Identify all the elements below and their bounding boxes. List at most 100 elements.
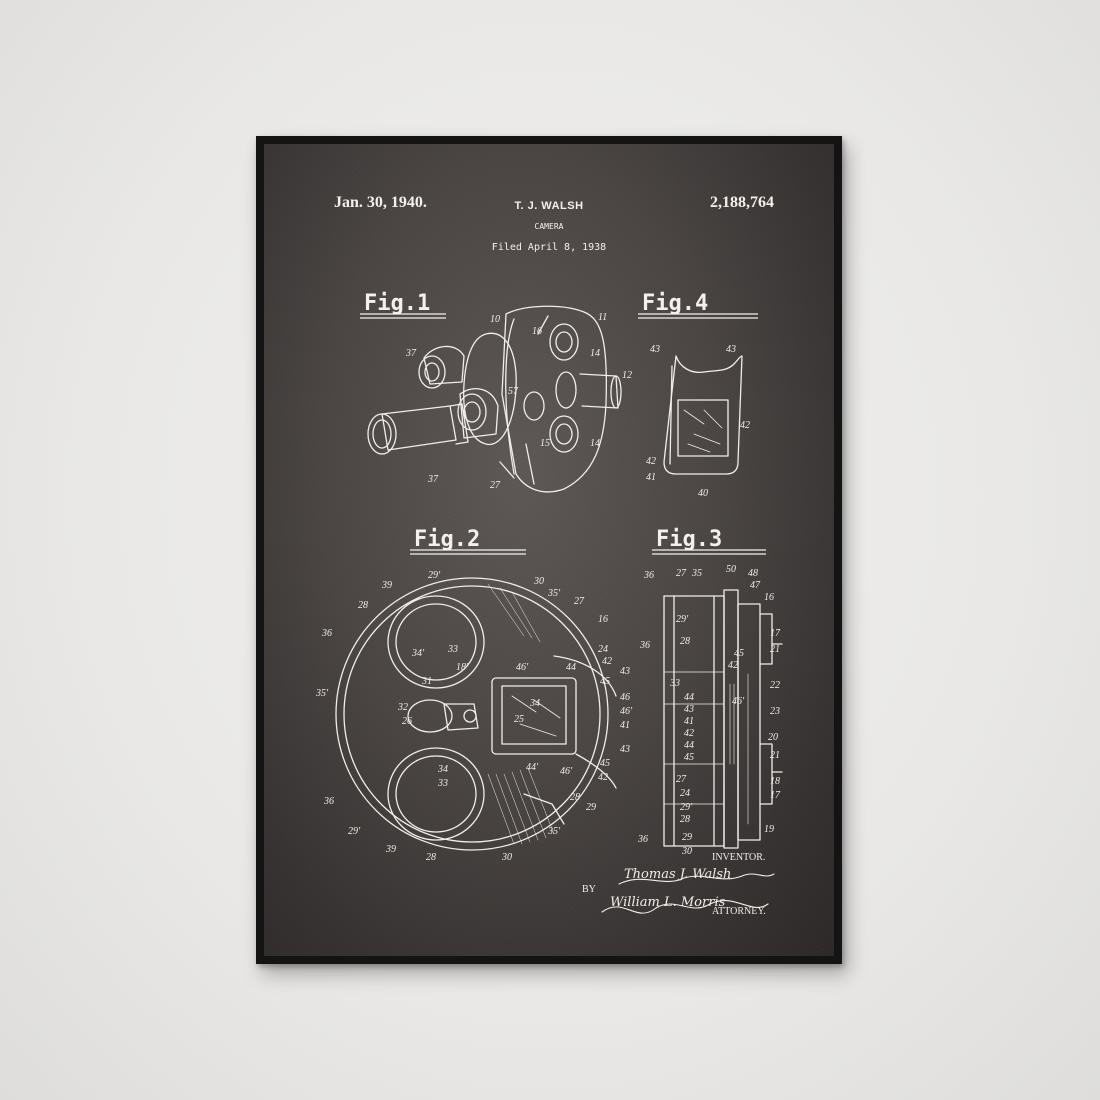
ref-label: 28 — [680, 814, 690, 825]
ref-label: 42 — [728, 660, 738, 671]
patent-number: 2,188,764 — [710, 194, 774, 211]
ref-label: 43 — [620, 744, 630, 755]
ref-label: 28 — [570, 792, 580, 803]
ref-label: 35' — [547, 588, 561, 599]
ref-label: 46' — [732, 696, 745, 707]
inventor-name-header: T. J. WALSH — [514, 200, 584, 212]
attorney-signature: William L. Morris — [610, 895, 726, 910]
ref-label: 10 — [490, 314, 500, 325]
ref-label: 33 — [669, 678, 680, 689]
ref-label: 21 — [770, 750, 780, 761]
ref-label: 27 — [676, 568, 687, 579]
patent-drawings: Fig.1 Fig.4 Fig.2 Fig.3 10 16 11 14 37 5… — [315, 291, 783, 914]
ref-label: 31 — [421, 676, 432, 687]
ref-label: 42 — [598, 772, 608, 783]
ref-label: 17 — [770, 790, 781, 801]
ref-label: 28 — [426, 852, 436, 863]
ref-label: 26 — [402, 716, 412, 727]
ref-label: 28 — [680, 636, 690, 647]
ref-label: 29' — [680, 802, 693, 813]
patent-date: Jan. 30, 1940. — [334, 194, 427, 211]
ref-label: 36 — [637, 834, 648, 845]
ref-label: 30 — [501, 852, 512, 863]
ref-label: 19 — [764, 824, 774, 835]
ref-label: 29' — [428, 570, 441, 581]
inventor-label: INVENTOR. — [712, 852, 766, 863]
poster-frame: Jan. 30, 1940. T. J. WALSH CAMERA Filed … — [256, 136, 842, 964]
ref-label: 30 — [681, 846, 692, 857]
filed-date: Filed April 8, 1938 — [491, 242, 607, 253]
ref-label: 29 — [682, 832, 692, 843]
ref-label: 44 — [684, 692, 694, 703]
ref-label: 39 — [381, 580, 392, 591]
fig4-plate-drawing — [663, 355, 743, 475]
ref-label: 42 — [684, 728, 694, 739]
ref-label: 45 — [734, 648, 744, 659]
ref-label: 29' — [348, 826, 361, 837]
ref-label: 21 — [770, 644, 780, 655]
fig1-camera-drawing — [367, 305, 622, 493]
ref-label: 45 — [600, 676, 610, 687]
ref-label: 45 — [600, 758, 610, 769]
ref-label: 37 — [405, 348, 417, 359]
ref-label: 24 — [598, 644, 608, 655]
by-label: BY — [582, 884, 596, 895]
ref-label: 35' — [315, 688, 329, 699]
ref-label: 34' — [411, 648, 425, 659]
ref-label: 24 — [680, 788, 690, 799]
ref-label: 43 — [726, 344, 736, 355]
ref-label: 46' — [620, 706, 633, 717]
ref-label: 16 — [598, 614, 608, 625]
fig3-section-drawing — [663, 589, 783, 849]
patent-title: CAMERA — [534, 222, 564, 231]
ref-label: 41 — [620, 720, 630, 731]
ref-label: 41 — [684, 716, 694, 727]
ref-label: 57 — [508, 386, 519, 397]
ref-label: 16 — [532, 326, 542, 337]
ref-label: 41 — [646, 472, 656, 483]
ref-label: 22 — [770, 680, 780, 691]
ref-label: 29 — [586, 802, 596, 813]
ref-label: 16 — [764, 592, 774, 603]
ref-label: 36 — [323, 796, 334, 807]
ref-label: 47 — [750, 580, 761, 591]
ref-label: 12 — [622, 370, 632, 381]
ref-label: 46 — [620, 692, 630, 703]
ref-label: 27 — [490, 480, 501, 491]
ref-label: 32 — [397, 702, 408, 713]
ref-label: 20 — [768, 732, 778, 743]
ref-label: 40 — [698, 488, 708, 499]
ref-label: 29' — [676, 614, 689, 625]
inventor-signature: Thomas J. Walsh — [624, 867, 731, 882]
ref-label: 14 — [590, 348, 600, 359]
ref-label: 44' — [526, 762, 539, 773]
ref-label: 15 — [540, 438, 550, 449]
ref-label: 39 — [385, 844, 396, 855]
ref-label: 50 — [726, 564, 736, 575]
fig1-label: Fig.1 — [364, 291, 430, 316]
ref-label: 35' — [547, 826, 561, 837]
ref-label: 30 — [533, 576, 544, 587]
ref-label: 33 — [447, 644, 458, 655]
ref-label: 36 — [321, 628, 332, 639]
ref-label: 42 — [740, 420, 750, 431]
ref-label: 42 — [602, 656, 612, 667]
ref-label: 28 — [358, 600, 368, 611]
ref-label: 27 — [574, 596, 585, 607]
ref-label: 43 — [684, 704, 694, 715]
ref-label: 23 — [770, 706, 780, 717]
ref-label: 25 — [514, 714, 524, 725]
ref-label: 37 — [427, 474, 439, 485]
ref-label: 11 — [598, 312, 607, 323]
ref-label: 42 — [646, 456, 656, 467]
ref-label: 44 — [566, 662, 576, 673]
ref-label: 18' — [456, 662, 469, 673]
ref-label: 33 — [437, 778, 448, 789]
ref-label: 35 — [691, 568, 702, 579]
ref-label: 44 — [684, 740, 694, 751]
ref-label: 27 — [676, 774, 687, 785]
ref-label: 36 — [643, 570, 654, 581]
ref-label: 46' — [560, 766, 573, 777]
fig4-label: Fig.4 — [642, 291, 708, 316]
ref-label: 34 — [437, 764, 448, 775]
